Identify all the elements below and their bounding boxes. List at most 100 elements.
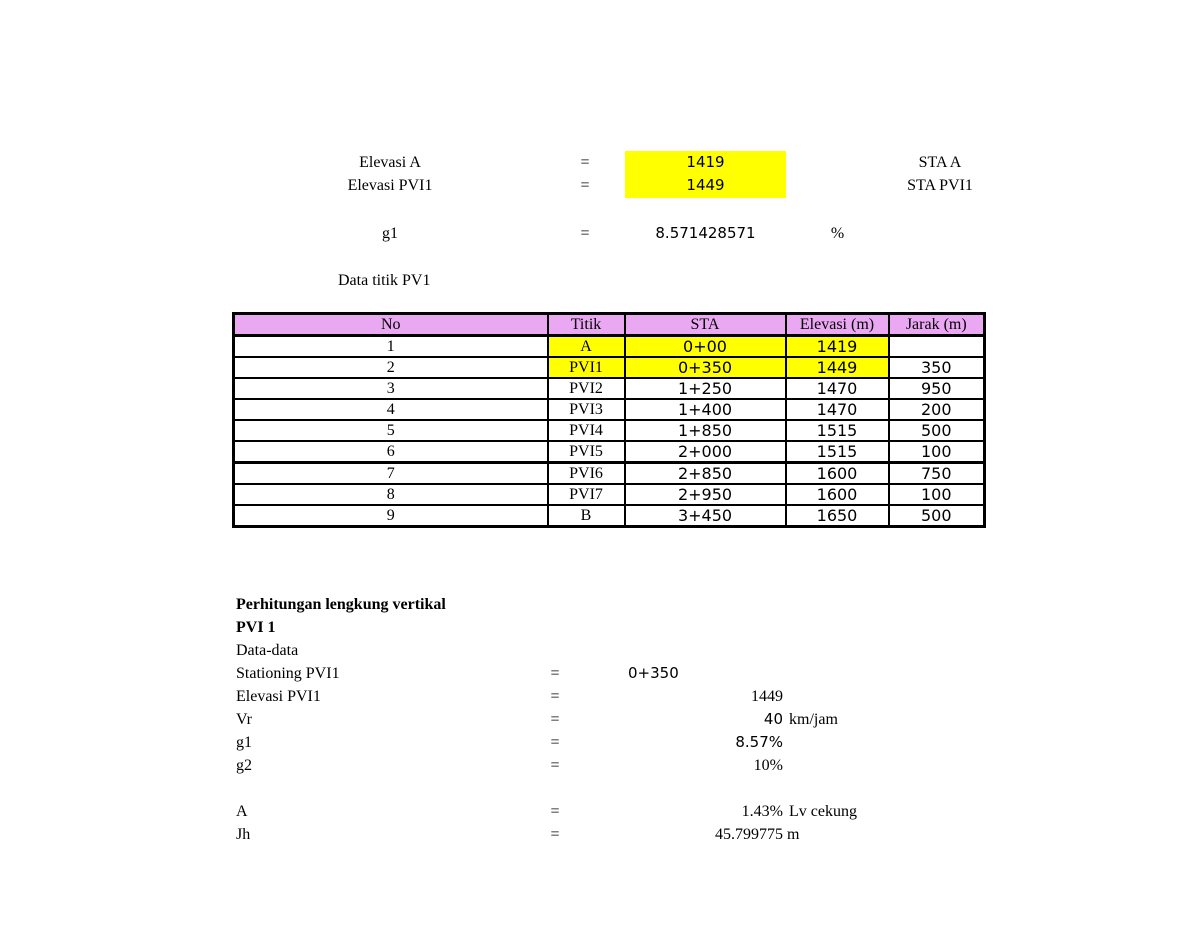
calc-unit-a: Lv cekung <box>789 803 857 820</box>
cell-titik[interactable]: PVI1 <box>546 356 626 379</box>
calc-value-elevasi[interactable]: 1449 <box>751 688 783 705</box>
calc-unit-vr: km/jam <box>789 711 838 728</box>
cell-elevasi[interactable]: 1419 <box>784 334 890 358</box>
calc-label-jh: Jh <box>236 826 251 843</box>
cell-no[interactable]: 9 <box>232 504 549 528</box>
cell-elevasi[interactable]: 1600 <box>784 461 890 485</box>
cell-sta[interactable]: 3+450 <box>623 504 787 528</box>
equals-sign: = <box>550 734 560 751</box>
col-header-no: No <box>232 312 549 337</box>
col-header-elevasi: Elevasi (m) <box>784 312 890 337</box>
cell-jarak[interactable]: 350 <box>887 356 986 379</box>
value-elevasi-pvi1[interactable]: 1449 <box>686 176 725 194</box>
cell-jarak[interactable]: 100 <box>887 483 986 506</box>
cell-no[interactable]: 2 <box>232 356 549 379</box>
equals-sign: = <box>550 688 560 705</box>
col-header-titik: Titik <box>546 312 626 337</box>
equals-sign: = <box>550 665 560 682</box>
cell-titik[interactable]: PVI7 <box>546 483 626 506</box>
table-row: 9 B 3+450 1650 500 <box>232 504 986 528</box>
cell-jarak[interactable]: 950 <box>887 377 986 400</box>
calc-unit-jh: m <box>787 826 800 843</box>
calc-value-a[interactable]: 1.43% <box>741 803 783 820</box>
cell-sta[interactable]: 1+250 <box>623 377 787 400</box>
table-row: 5 PVI4 1+850 1515 500 <box>232 419 986 442</box>
cell-elevasi[interactable]: 1600 <box>784 483 890 506</box>
cell-titik[interactable]: PVI3 <box>546 398 626 421</box>
cell-elevasi[interactable]: 1470 <box>784 398 890 421</box>
label-sta-a: STA A <box>918 154 962 171</box>
calc-label-a: A <box>236 803 248 820</box>
cell-sta[interactable]: 2+850 <box>623 461 787 485</box>
cell-jarak[interactable] <box>887 334 986 358</box>
table-header-row: No Titik STA Elevasi (m) Jarak (m) <box>232 312 986 337</box>
section-label-data-titik: Data titik PV1 <box>338 272 431 289</box>
cell-sta[interactable]: 2+000 <box>623 440 787 464</box>
label-elevasi-a: Elevasi A <box>359 154 421 171</box>
cell-jarak[interactable]: 500 <box>887 504 986 528</box>
cell-jarak[interactable]: 100 <box>887 440 986 464</box>
cell-no[interactable]: 3 <box>232 377 549 400</box>
cell-sta[interactable]: 0+00 <box>623 334 787 358</box>
calc-label-g2: g2 <box>236 757 252 774</box>
equals-sign: = <box>550 757 560 774</box>
equals-sign: = <box>580 154 590 171</box>
table-row: 6 PVI5 2+000 1515 100 <box>232 440 986 464</box>
cell-no[interactable]: 6 <box>232 440 549 464</box>
value-g1[interactable]: 8.571428571 <box>655 224 756 242</box>
cell-elevasi[interactable]: 1515 <box>784 419 890 442</box>
cell-jarak[interactable]: 750 <box>887 461 986 485</box>
calc-value-vr[interactable]: 40 <box>763 710 783 728</box>
calc-value-jh[interactable]: 45.799775 <box>715 826 783 843</box>
table-row: 2 PVI1 0+350 1449 350 <box>232 356 986 379</box>
cell-no[interactable]: 4 <box>232 398 549 421</box>
cell-no[interactable]: 5 <box>232 419 549 442</box>
calc-value-g2[interactable]: 10% <box>753 757 783 774</box>
cell-titik[interactable]: PVI2 <box>546 377 626 400</box>
col-header-sta: STA <box>623 312 787 337</box>
cell-jarak[interactable]: 500 <box>887 419 986 442</box>
col-header-jarak: Jarak (m) <box>887 312 986 337</box>
label-sta-pvi1: STA PVI1 <box>907 177 973 194</box>
cell-elevasi[interactable]: 1449 <box>784 356 890 379</box>
table-row: 1 A 0+00 1419 <box>232 334 986 358</box>
cell-sta[interactable]: 1+850 <box>623 419 787 442</box>
cell-sta[interactable]: 2+950 <box>623 483 787 506</box>
calc-data-label: Data-data <box>236 642 299 659</box>
cell-sta[interactable]: 1+400 <box>623 398 787 421</box>
label-elevasi-pvi1: Elevasi PVI1 <box>347 177 433 194</box>
elevation-highlight <box>625 151 786 198</box>
equals-sign: = <box>580 225 590 242</box>
cell-jarak[interactable]: 200 <box>887 398 986 421</box>
equals-sign: = <box>550 803 560 820</box>
table-row: 3 PVI2 1+250 1470 950 <box>232 377 986 400</box>
cell-titik[interactable]: PVI4 <box>546 419 626 442</box>
calc-subtitle: PVI 1 <box>236 619 276 636</box>
cell-titik[interactable]: PVI6 <box>546 461 626 485</box>
equals-sign: = <box>550 826 560 843</box>
calc-value-g1[interactable]: 8.57% <box>735 733 783 751</box>
cell-titik[interactable]: A <box>546 334 626 358</box>
cell-elevasi[interactable]: 1515 <box>784 440 890 464</box>
value-elevasi-a[interactable]: 1419 <box>686 153 725 171</box>
cell-titik[interactable]: B <box>546 504 626 528</box>
cell-elevasi[interactable]: 1650 <box>784 504 890 528</box>
cell-no[interactable]: 8 <box>232 483 549 506</box>
calc-value-stationing[interactable]: 0+350 <box>628 664 679 682</box>
cell-no[interactable]: 1 <box>232 334 549 358</box>
table-row: 7 PVI6 2+850 1600 750 <box>232 461 986 485</box>
pvi-data-table: No Titik STA Elevasi (m) Jarak (m) 1 A 0… <box>232 312 986 528</box>
calc-label-vr: Vr <box>236 711 252 728</box>
cell-elevasi[interactable]: 1470 <box>784 377 890 400</box>
cell-titik[interactable]: PVI5 <box>546 440 626 464</box>
calc-label-g1: g1 <box>236 734 252 751</box>
label-g1: g1 <box>382 225 398 242</box>
cell-no[interactable]: 7 <box>232 461 549 485</box>
unit-percent: % <box>830 225 845 242</box>
equals-sign: = <box>580 177 590 194</box>
calc-title: Perhitungan lengkung vertikal <box>236 596 446 613</box>
table-row: 8 PVI7 2+950 1600 100 <box>232 483 986 506</box>
cell-sta[interactable]: 0+350 <box>623 356 787 379</box>
equals-sign: = <box>550 711 560 728</box>
calc-label-stationing: Stationing PVI1 <box>236 665 340 682</box>
